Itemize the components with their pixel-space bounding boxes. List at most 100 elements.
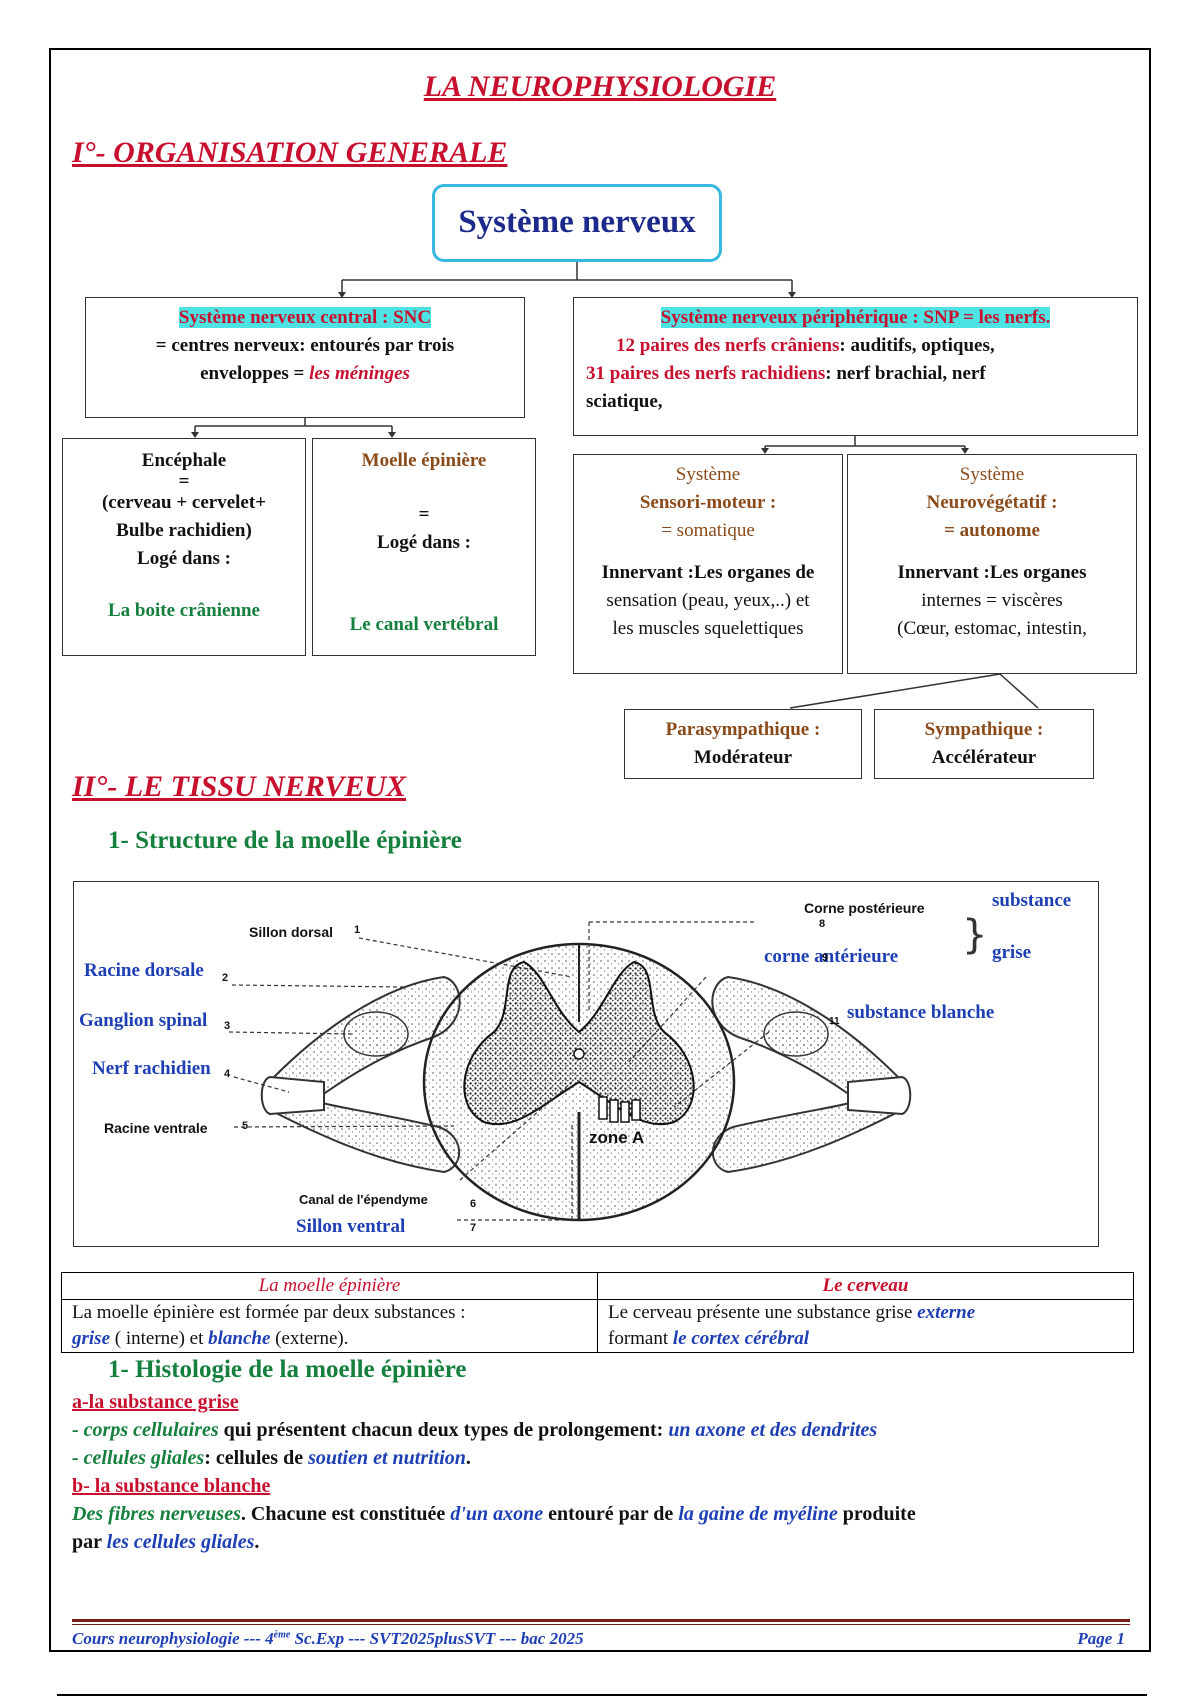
- b2-end: .: [254, 1531, 259, 1553]
- snp-spinal-line2: sciatique,: [586, 388, 1125, 416]
- b1-mid2: entouré par de: [543, 1503, 678, 1525]
- para-line1: Parasympathique :: [625, 716, 861, 744]
- b1-gaine: la gaine de myéline: [678, 1503, 837, 1525]
- somatique-title2: Sensori-moteur :: [574, 489, 842, 517]
- moelle-loge: Logé dans :: [313, 529, 535, 557]
- snp-cranial: 12 paires des nerfs crâniens: [616, 335, 839, 356]
- b1-mid: . Chacune est constituée: [241, 1503, 450, 1525]
- b1-end: produite: [838, 1503, 916, 1525]
- b1-green: Des fibres nerveuses: [72, 1503, 241, 1525]
- label-nerf-rachidien: Nerf rachidien: [92, 1058, 211, 1080]
- autonome-title2: Neurovégétatif :: [848, 489, 1136, 517]
- b-title: b- la substance blanche: [72, 1472, 1132, 1500]
- label-n5: 5: [242, 1120, 248, 1132]
- label-n9: 9: [822, 952, 828, 964]
- table-cell-cerveau: Le cerveau présente une substance grise …: [598, 1300, 1134, 1353]
- footer-left-sup: ème: [274, 1629, 291, 1640]
- snc-line1: = centres nerveux: entourés par trois: [86, 332, 524, 360]
- somatique-desc2: sensation (peau, yeux,..) et: [574, 587, 842, 615]
- moelle-title: Moelle épinière: [313, 447, 535, 475]
- label-n3: 3: [224, 1020, 230, 1032]
- label-canal-ependyme: Canal de l'épendyme: [299, 1192, 428, 1207]
- footer-rule-top: [72, 1619, 1130, 1622]
- a2-green: - cellules gliales: [72, 1447, 204, 1469]
- label-racine-ventrale: Racine ventrale: [104, 1120, 208, 1136]
- footer-left-a: Cours neurophysiologie --- 4: [72, 1629, 274, 1648]
- spinal-cord-diagram: Sillon dorsal 1 Racine dorsale 2 Ganglio…: [73, 881, 1099, 1247]
- footer-page-number: Page 1: [1077, 1629, 1125, 1649]
- table-header-cerveau: Le cerveau: [598, 1273, 1134, 1300]
- label-sillon-ventral: Sillon ventral: [296, 1216, 405, 1238]
- cell-cerveau-cortex: le cortex cérébral: [673, 1328, 809, 1349]
- label-n7: 7: [470, 1222, 476, 1234]
- label-zone-a: zone A: [589, 1128, 644, 1148]
- a2-mid: : cellules de: [204, 1447, 308, 1469]
- label-racine-dorsale: Racine dorsale: [84, 960, 204, 982]
- label-n1: 1: [354, 924, 360, 936]
- snp-box: Système nerveux périphérique : SNP = les…: [573, 297, 1138, 436]
- autonome-desc1: Innervant :Les organes: [848, 559, 1136, 587]
- subheading-histologie: 1- Histologie de la moelle épinière: [108, 1356, 467, 1384]
- footer-rule-bottom: [72, 1624, 1130, 1625]
- somatique-desc1: Innervant :Les organes de: [574, 559, 842, 587]
- encephale-loge: Logé dans :: [63, 545, 305, 573]
- b1-axone: d'un axone: [450, 1503, 543, 1525]
- label-n6: 6: [470, 1198, 476, 1210]
- label-grise: grise: [992, 942, 1031, 964]
- snp-spinal-rest: : nerf brachial, nerf: [825, 363, 985, 384]
- snc-title: Système nerveux central : SNC: [179, 307, 431, 328]
- somatique-box: Système Sensori-moteur : = somatique Inn…: [573, 454, 843, 674]
- cell-cerveau-formant: formant: [608, 1328, 673, 1349]
- snc-meninges: les méninges: [309, 363, 410, 384]
- autonome-box: Système Neurovégétatif : = autonome Inne…: [847, 454, 1137, 674]
- label-sillon-dorsal: Sillon dorsal: [249, 924, 333, 940]
- label-substance-blanche: substance blanche: [847, 1002, 994, 1024]
- snp-cranial-rest: : auditifs, optiques,: [839, 335, 994, 356]
- b2-par: par: [72, 1531, 107, 1553]
- autonome-desc3: (Cœur, estomac, intestin,: [848, 615, 1136, 643]
- a1-green: - corps cellulaires: [72, 1419, 219, 1441]
- footer-left-b: Sc.Exp --- SVT2025plusSVT --- bac 2025: [290, 1629, 583, 1648]
- b2-blue: les cellules gliales: [107, 1531, 255, 1553]
- encephale-line1: (cerveau + cervelet+: [63, 489, 305, 517]
- label-ganglion-spinal: Ganglion spinal: [79, 1010, 207, 1032]
- label-corne-anterieure: corne antérieure: [764, 946, 898, 968]
- encephale-line2: Bulbe rachidien): [63, 517, 305, 545]
- snc-box: Système nerveux central : SNC = centres …: [85, 297, 525, 418]
- sympathique-box: Sympathique : Accélérateur: [874, 709, 1094, 779]
- encephale-place: La boite crânienne: [63, 597, 305, 625]
- cell-moelle-grise: grise: [72, 1328, 110, 1349]
- snc-line2: enveloppes =: [200, 363, 309, 384]
- label-n4: 4: [224, 1068, 230, 1080]
- histology-text: a-la substance grise - corps cellulaires…: [72, 1388, 1132, 1556]
- label-n11: 11: [829, 1016, 840, 1027]
- cell-cerveau-externe: externe: [917, 1302, 975, 1323]
- encephale-eq: =: [63, 475, 305, 489]
- moelle-box: Moelle épinière = Logé dans : Le canal v…: [312, 438, 536, 656]
- moelle-eq: =: [313, 501, 535, 529]
- moelle-place: Le canal vertébral: [313, 611, 535, 639]
- subheading-structure: 1- Structure de la moelle épinière: [108, 827, 462, 855]
- parasympathique-box: Parasympathique : Modérateur: [624, 709, 862, 779]
- sympa-line1: Sympathique :: [875, 716, 1093, 744]
- encephale-box: Encéphale = (cerveau + cervelet+ Bulbe r…: [62, 438, 306, 656]
- a2-end: .: [466, 1447, 471, 1469]
- autonome-desc2: internes = viscères: [848, 587, 1136, 615]
- cell-cerveau-text: Le cerveau présente une substance grise: [608, 1302, 917, 1323]
- cell-moelle-end: (externe).: [270, 1328, 348, 1349]
- a2-blue: soutien et nutrition: [308, 1447, 466, 1469]
- somatique-title3: = somatique: [574, 517, 842, 545]
- para-line2: Modérateur: [625, 744, 861, 772]
- snp-spinal: 31 paires des nerfs rachidiens: [586, 363, 825, 384]
- section2-heading: II°- LE TISSU NERVEUX: [72, 770, 406, 804]
- label-n2: 2: [222, 972, 228, 984]
- autonome-title3: = autonome: [848, 517, 1136, 545]
- a1-mid: qui présentent chacun deux types de prol…: [219, 1419, 669, 1441]
- cell-moelle-text: La moelle épinière est formée par deux s…: [72, 1302, 466, 1323]
- a-title: a-la substance grise: [72, 1388, 1132, 1416]
- label-n8: 8: [819, 918, 825, 930]
- label-substance: substance: [992, 890, 1071, 912]
- autonome-title1: Système: [848, 461, 1136, 489]
- brace-grise: }: [962, 900, 987, 970]
- a1-et: et des dendrites: [746, 1419, 878, 1441]
